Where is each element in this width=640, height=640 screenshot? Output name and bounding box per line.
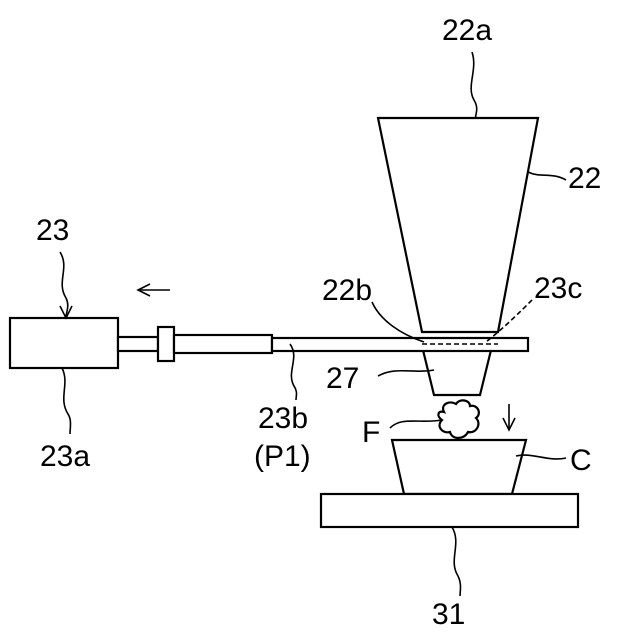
leader-22a	[471, 52, 477, 118]
leader-31	[452, 527, 461, 596]
label-27: 27	[326, 362, 359, 395]
label-23c: 23c	[534, 272, 582, 305]
flange-plate	[158, 327, 174, 361]
label-f: F	[362, 416, 380, 449]
leader-23b	[290, 344, 297, 400]
label-22a: 22a	[442, 14, 492, 47]
label-23b: 23b	[258, 402, 308, 435]
label-23a: 23a	[40, 440, 90, 473]
leader-f	[390, 420, 442, 428]
leader-23a	[62, 368, 71, 434]
label-22b: 22b	[322, 274, 372, 307]
leader-27	[378, 370, 434, 376]
label-23: 23	[36, 214, 69, 247]
connecting-rod-2	[174, 335, 272, 353]
connecting-rod	[118, 337, 158, 351]
container-c	[392, 440, 526, 494]
label-22: 22	[568, 162, 601, 195]
label-31: 31	[432, 598, 465, 631]
label-p1: (P1)	[254, 440, 311, 473]
leader-22	[528, 172, 566, 180]
actuator-body-23a	[10, 318, 118, 368]
hopper-22	[378, 118, 538, 332]
leader-c	[516, 455, 566, 459]
base-31	[321, 494, 578, 527]
food-item-f	[438, 400, 479, 438]
label-c: C	[570, 444, 592, 477]
